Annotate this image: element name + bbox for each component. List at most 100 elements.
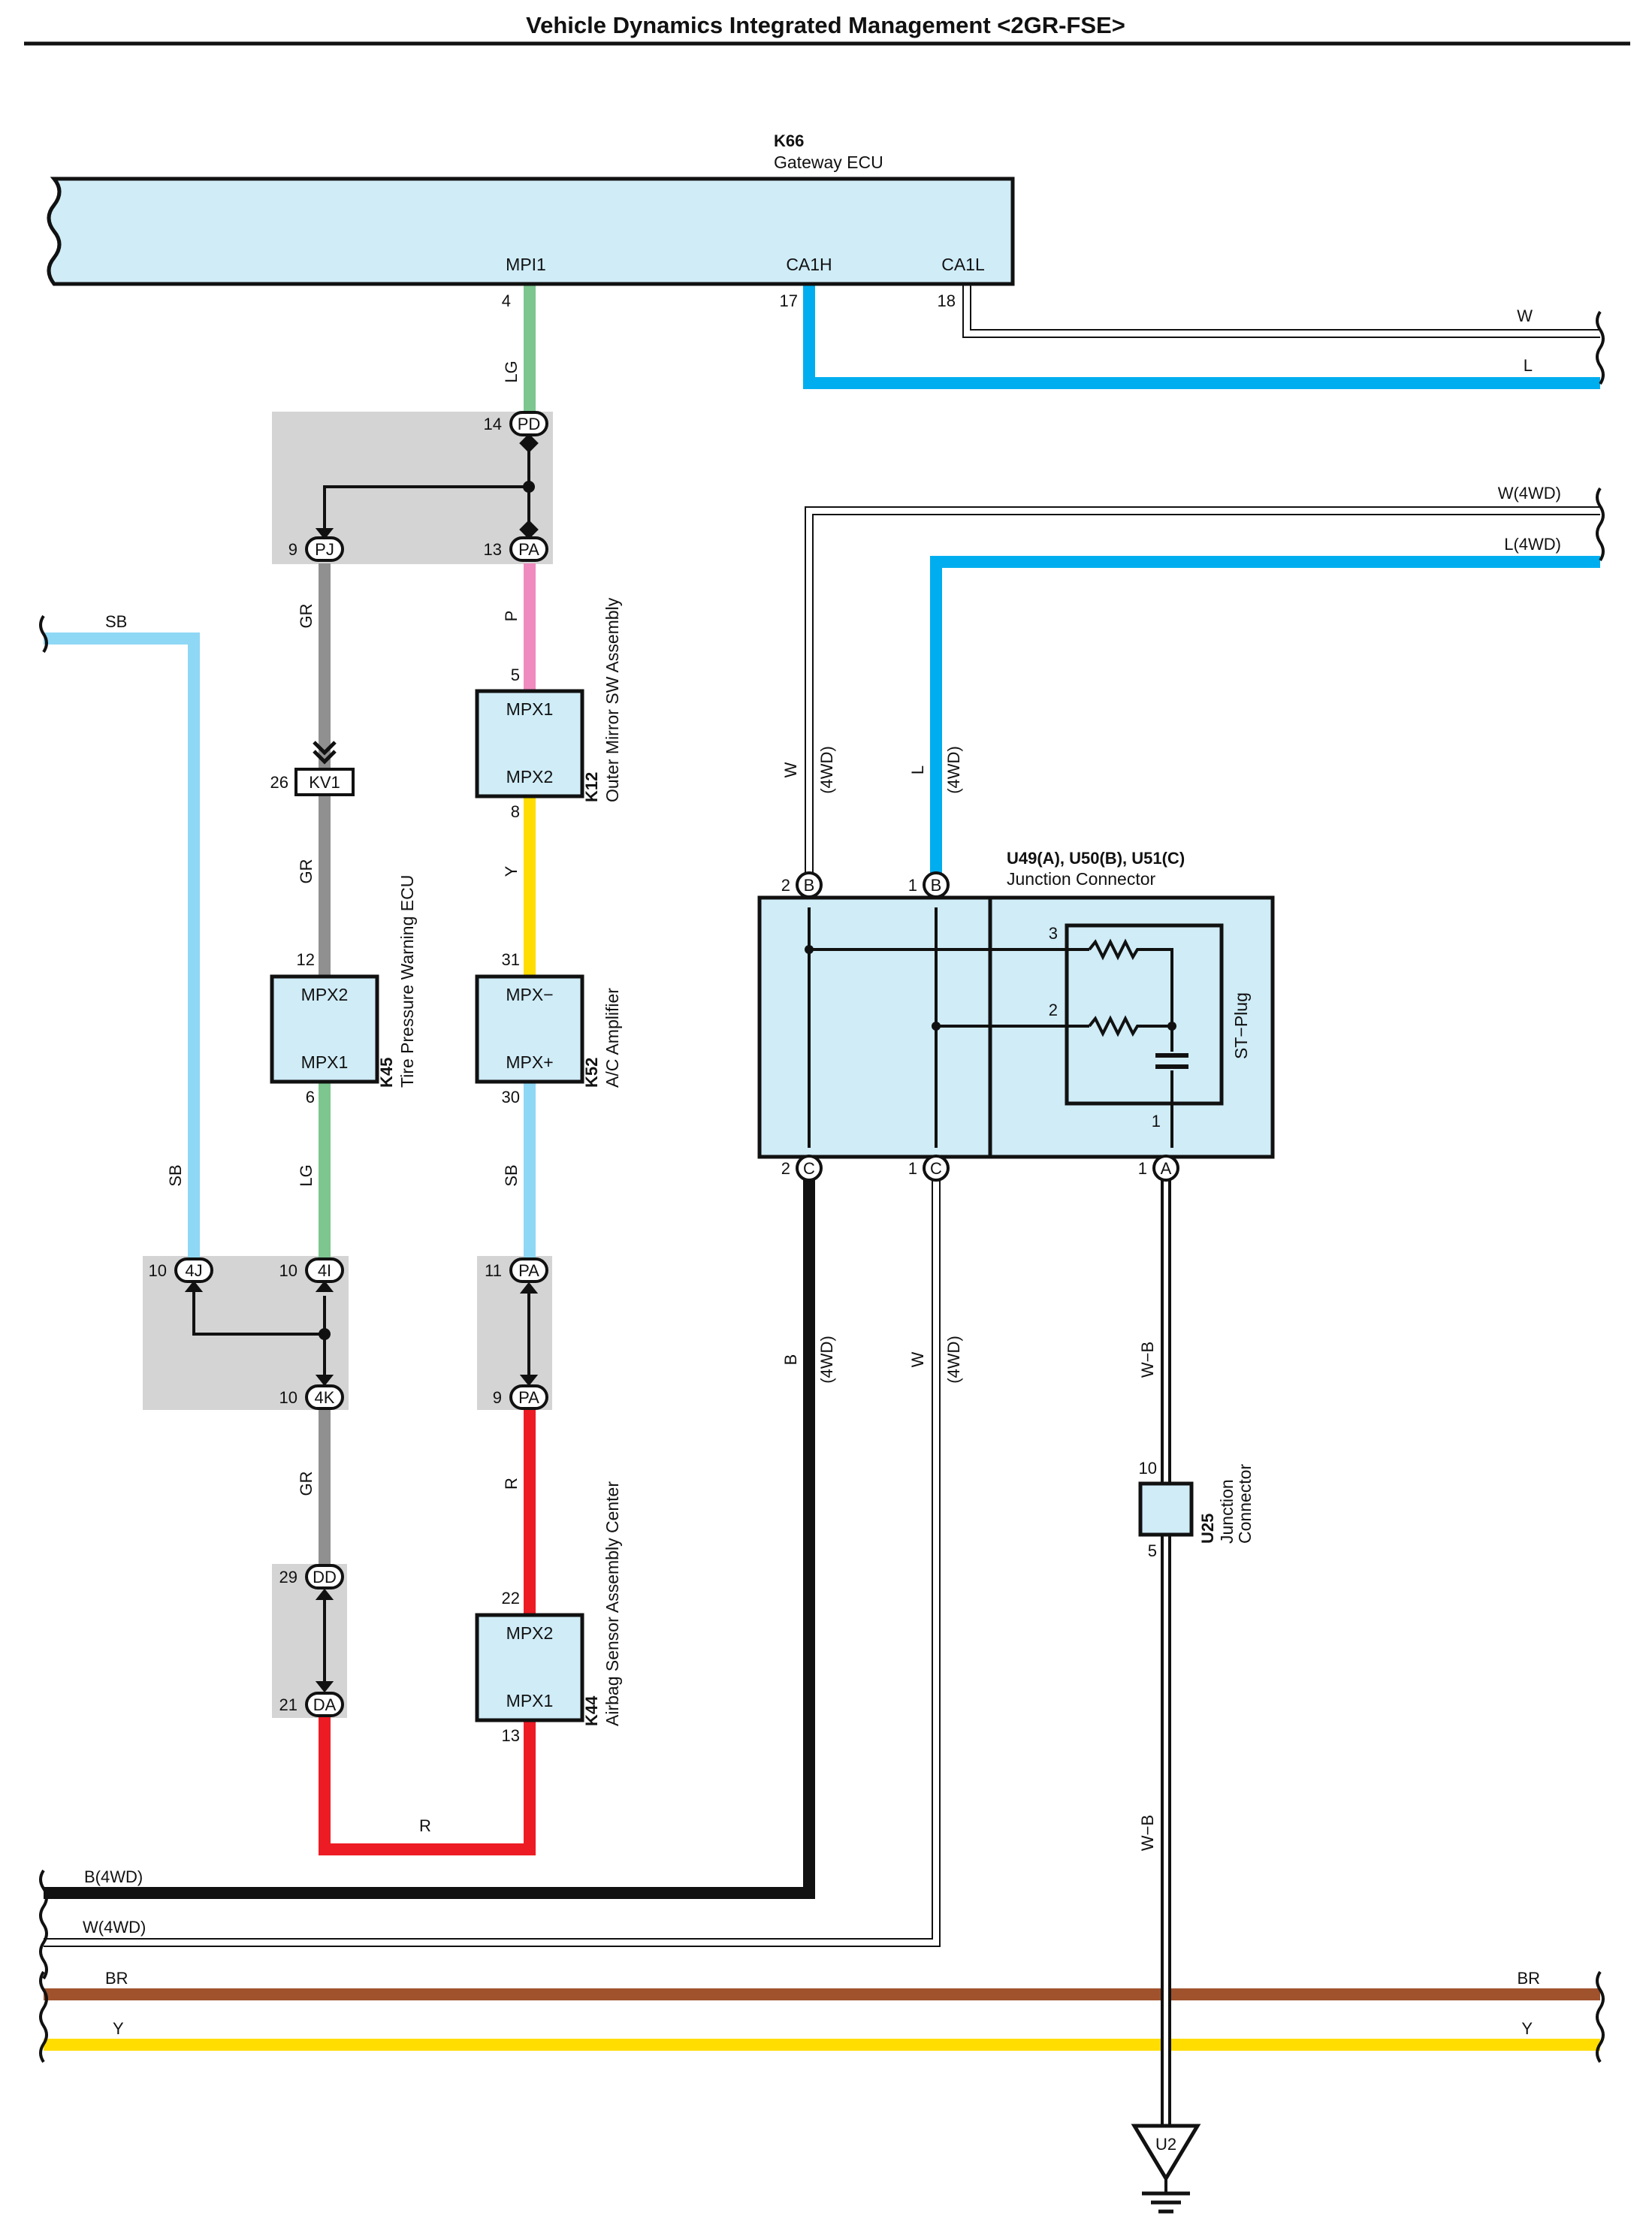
wire-b4wd	[44, 1176, 815, 1899]
junction-pa-11-code: PA	[518, 1261, 539, 1280]
junction-pa-11: PA 11	[485, 1257, 548, 1283]
k52-pin-1: 31	[502, 950, 520, 969]
junction-internal-dd	[315, 1588, 334, 1693]
wire-label-b4wd: B(4WD)	[84, 1867, 143, 1886]
junction-4k-code: 4K	[315, 1388, 335, 1407]
junction-4j-code: 4J	[185, 1261, 202, 1280]
k12-terminal-1: MPX1	[506, 699, 554, 719]
k45-pin-1: 12	[297, 950, 315, 969]
junction-4i: 4I 10	[279, 1257, 344, 1283]
u49-pin-1c-num: 1	[908, 1159, 917, 1178]
junction-dd: DD 29	[279, 1564, 344, 1589]
k44-terminal-2: MPX1	[506, 1691, 554, 1710]
k44-id: K44	[582, 1695, 601, 1726]
k52-name: A/C Amplifier	[603, 988, 622, 1088]
wire-label-p: P	[502, 611, 521, 622]
connector-kv1-num: 26	[270, 773, 288, 792]
k45-id: K45	[377, 1058, 396, 1088]
wire-label-r1: R	[502, 1478, 521, 1490]
wire-r-loop	[319, 1716, 536, 1855]
k44-pin-1: 22	[502, 1589, 520, 1608]
k66-pin-ca1l: 18	[938, 291, 956, 310]
u49-pin-1a-letter: A	[1161, 1159, 1172, 1178]
u49-name: Junction Connector	[1007, 869, 1156, 889]
k12-pin-2: 8	[511, 802, 520, 821]
wire-l-top	[803, 285, 1600, 389]
k12-terminal-2: MPX2	[506, 767, 554, 786]
wire-label-w4wd-top: W(4WD)	[1498, 484, 1561, 503]
junction-internal-pa	[519, 1282, 539, 1387]
wire-label-gr1: GR	[297, 604, 316, 629]
connector-kv1: KV1 26	[270, 741, 355, 796]
u25-pin-top: 10	[1139, 1459, 1157, 1478]
u49-id: U49(A), U50(B), U51(C)	[1007, 849, 1185, 868]
wire-label-wb2: W−B	[1138, 1815, 1157, 1851]
wire-label-sb-left-vert: SB	[166, 1164, 185, 1186]
u49-pin-1b-letter: B	[931, 876, 942, 895]
wire-label-l-vert: L	[908, 765, 927, 774]
wire-label-b-vert-sub: (4WD)	[817, 1336, 836, 1384]
junction-dd-code: DD	[313, 1568, 337, 1586]
u49-pin-1a: A 1	[1138, 1155, 1179, 1182]
junction-pa-11-num: 11	[485, 1261, 502, 1280]
k52-terminal-1: MPX−	[506, 985, 553, 1004]
junction-pa-9-code: PA	[518, 1388, 539, 1407]
k52-pin-2: 30	[502, 1088, 520, 1106]
u49-pin-2b: B 2	[781, 871, 823, 898]
wire-label-br-left: BR	[105, 1969, 128, 1988]
wire-label-lg1: LG	[502, 361, 521, 382]
wire-label-sb-left-top: SB	[105, 612, 127, 631]
ground-u2-id: U2	[1155, 2135, 1176, 2154]
connector-kv1-code: KV1	[309, 773, 340, 792]
junction-internal-4	[184, 1280, 334, 1387]
k66-gateway-ecu-box	[47, 177, 1015, 286]
k66-pin-mpi1: 4	[502, 291, 511, 310]
k12-box	[475, 689, 584, 799]
junction-pd: PD 14	[484, 411, 548, 436]
u49-pin-1c-letter: C	[930, 1159, 942, 1178]
u25-name-line2: Connector	[1235, 1464, 1255, 1544]
u49-pin-1b-num: 1	[908, 876, 917, 895]
junction-dd-num: 29	[279, 1568, 297, 1586]
k44-box	[475, 1613, 584, 1722]
k12-name: Outer Mirror SW Assembly	[603, 597, 622, 802]
k45-name: Tire Pressure Warning ECU	[397, 875, 417, 1088]
k66-terminal-ca1l: CA1L	[941, 255, 985, 274]
wire-label-gr3: GR	[297, 1472, 316, 1496]
wire-label-br-right: BR	[1517, 1969, 1540, 1988]
wire-label-l-vert-sub: (4WD)	[944, 746, 963, 794]
u49-junction-connector: 3 2 1 ST−Plug	[757, 895, 1275, 1159]
wire-w-top	[962, 285, 1600, 338]
k45-pin-2: 6	[306, 1088, 315, 1106]
u49-pin-2c-num: 2	[781, 1159, 790, 1178]
wire-sb-left	[44, 632, 200, 1258]
junction-4i-code: 4I	[318, 1261, 331, 1280]
junction-da: DA 21	[279, 1692, 344, 1717]
wire-label-y-left: Y	[113, 2019, 124, 2038]
k44-name: Airbag Sensor Assembly Center	[603, 1481, 622, 1726]
k12-pin-1: 5	[511, 666, 520, 684]
k66-name: Gateway ECU	[774, 152, 883, 172]
junction-da-num: 21	[279, 1695, 297, 1714]
junction-internal-pd	[315, 433, 539, 540]
wire-label-r2: R	[419, 1816, 431, 1835]
u49-pin-2c: C 2	[781, 1155, 823, 1182]
junction-pj-num: 9	[288, 540, 297, 559]
wire-labels: LG P GR GR Y LG SB SB SB GR R R W L W(4W…	[83, 306, 1561, 2038]
u49-pin-2b-num: 2	[781, 876, 790, 895]
k66-id: K66	[774, 131, 804, 150]
wire-l4wd-top	[930, 556, 1600, 885]
page-title: Vehicle Dynamics Integrated Management <…	[526, 12, 1125, 38]
k45-box	[270, 974, 379, 1084]
wire-label-w-top: W	[1517, 306, 1533, 325]
wire-label-lg2: LG	[297, 1164, 316, 1186]
k44-pin-2: 13	[502, 1726, 520, 1745]
wire-w-top-inner	[964, 285, 1600, 337]
u49-pin-1b: B 1	[908, 871, 950, 898]
wire-label-wb1: W−B	[1138, 1342, 1157, 1378]
junction-4i-num: 10	[279, 1261, 297, 1280]
u49-pin-1c: C 1	[908, 1155, 950, 1182]
k44-terminal-1: MPX2	[506, 1623, 554, 1643]
k52-box	[475, 974, 584, 1084]
